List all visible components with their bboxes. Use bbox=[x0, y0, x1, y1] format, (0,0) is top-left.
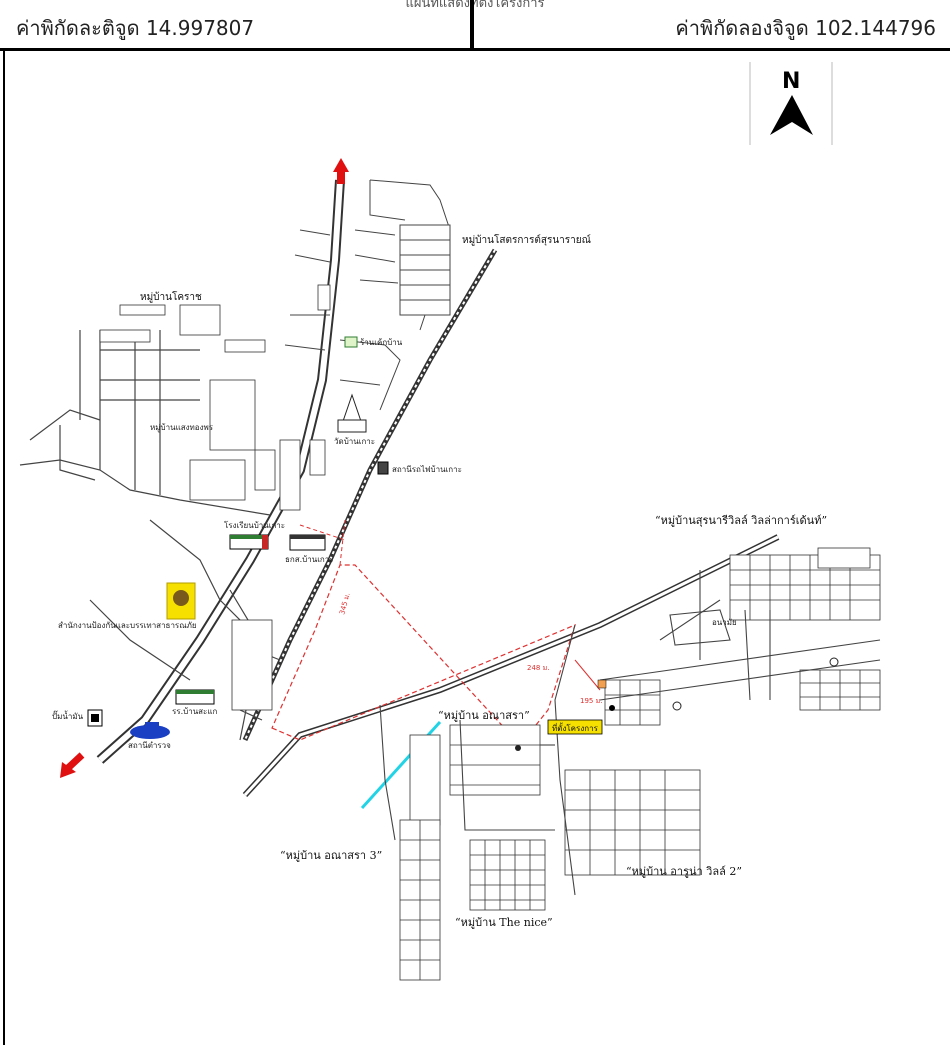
village-anusara3-label: “หมู่บ้าน อณาสรา 3” bbox=[280, 849, 382, 862]
longitude-label: ค่าพิกัดลองจิจูด 102.144796 bbox=[675, 16, 936, 40]
office-label: สำนักงานป้องกันและบรรเทาสาธารณภัย bbox=[58, 621, 197, 630]
west-housing-blocks bbox=[99, 284, 331, 711]
fuel-station-icon bbox=[87, 709, 103, 727]
village-top-left-label: หมู่บ้านโคราช bbox=[140, 290, 202, 303]
village-left-mid-label: หมู่บ้านแสงทองพร bbox=[150, 423, 214, 433]
north-housing-area bbox=[284, 179, 451, 411]
north-arrow-icon: N bbox=[749, 62, 833, 145]
village-east-label: “หมู่บ้านสุรนารีวิลล์ วิลล่าการ์เด้นท์” bbox=[655, 514, 827, 527]
village-thenice-label: “หมู่บ้าน The nice” bbox=[455, 916, 553, 929]
temple-icon bbox=[337, 393, 367, 433]
project-boundary bbox=[271, 519, 601, 746]
project-pin-icon bbox=[597, 679, 615, 711]
header-divider bbox=[0, 48, 950, 51]
village-aruna-label: “หมู่บ้าน อารูน่า วิลล์ 2” bbox=[626, 865, 742, 878]
shop-icon bbox=[344, 336, 358, 348]
school-label: โรงเรียนบ้านเกาะ bbox=[224, 520, 285, 530]
header-center-tick bbox=[470, 0, 474, 49]
roundabout-icon-2 bbox=[829, 657, 839, 667]
compass-letter: N bbox=[782, 69, 800, 94]
east-road bbox=[242, 534, 780, 798]
map-left-border bbox=[3, 50, 5, 1045]
map-caption: แผนที่แสดงที่ตั้งโครงการ bbox=[405, 0, 545, 11]
bank-building-icon bbox=[289, 534, 326, 551]
east-road-network bbox=[379, 570, 881, 896]
latitude-label: ค่าพิกัดละติจูด 14.997807 bbox=[16, 16, 255, 40]
railway-line bbox=[242, 248, 498, 742]
station-icon bbox=[377, 461, 389, 475]
school2-building-icon bbox=[175, 689, 215, 705]
east-housing-blocks bbox=[399, 547, 881, 981]
temple-label: วัดบ้านเกาะ bbox=[334, 437, 375, 446]
project-site-label: ที่ตั้งโครงการ bbox=[552, 722, 599, 733]
junction-marker bbox=[515, 745, 521, 751]
dimension-label-1: 248 ม. bbox=[527, 664, 549, 672]
police-label: สถานีตำรวจ bbox=[128, 741, 171, 750]
dimension-label-3: 345 ม. bbox=[338, 592, 352, 616]
shop-label: ร้านเค้กบ้าน bbox=[360, 338, 403, 347]
dimension-label-2: 195 ม. bbox=[580, 697, 602, 705]
police-station-icon bbox=[130, 722, 170, 739]
main-highway bbox=[96, 179, 345, 764]
project-site-marker[interactable]: ที่ตั้งโครงการ bbox=[547, 719, 603, 735]
village-anusara-label: “หมู่บ้าน อณาสรา” bbox=[438, 709, 530, 722]
station-label: สถานีรถไฟบ้านเกาะ bbox=[392, 465, 462, 474]
health-label: อนามัย bbox=[712, 618, 737, 627]
bank-label: ธกส.บ้านเกาะ bbox=[285, 555, 334, 564]
village-top-right-label: หมู่บ้านโสตรการต์สุรนารายณ์ bbox=[462, 233, 591, 246]
roundabout-icon bbox=[672, 701, 682, 711]
south-direction-arrow-icon bbox=[60, 752, 85, 778]
north-direction-arrow-icon bbox=[333, 158, 349, 184]
fuel-label: ปั๊มน้ำมัน bbox=[52, 710, 84, 721]
school2-label: รร.บ้านสะแก bbox=[172, 707, 218, 716]
school-building-icon bbox=[229, 534, 269, 550]
office-emblem-icon bbox=[166, 582, 196, 620]
